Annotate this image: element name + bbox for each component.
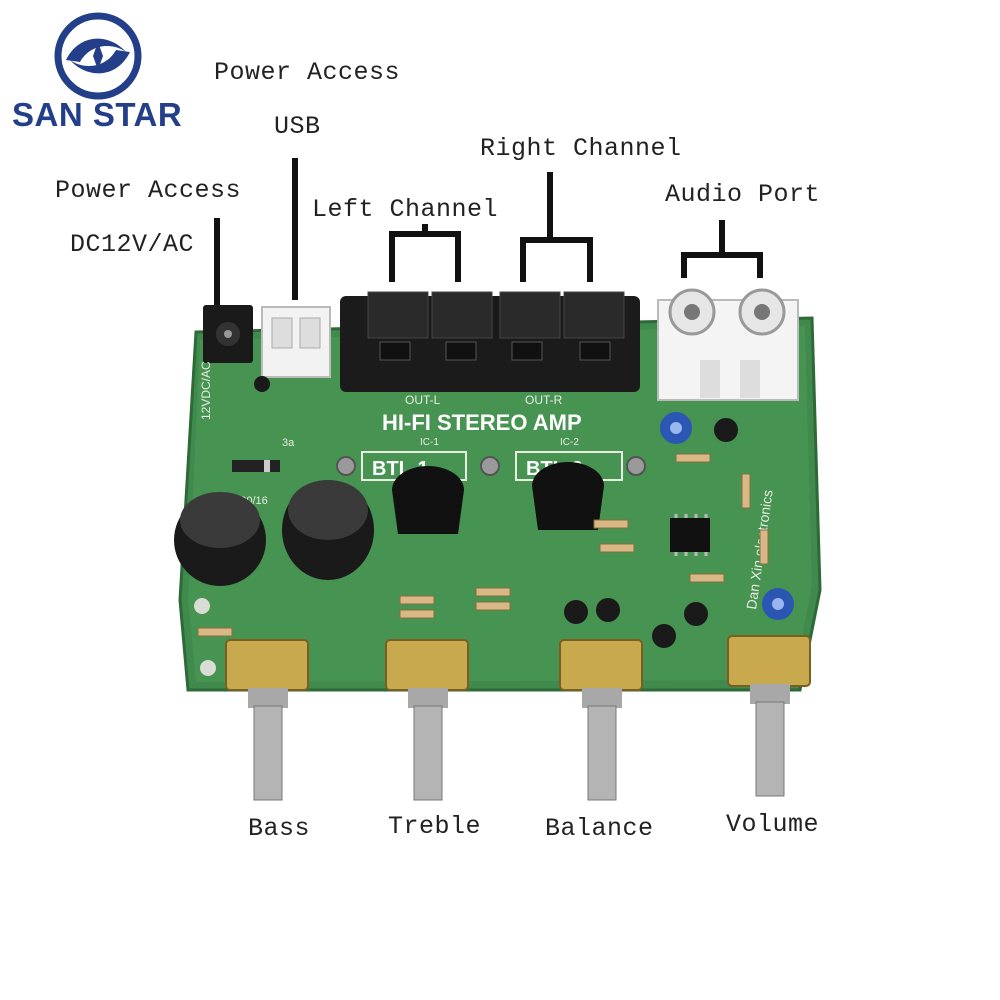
power-usb-sub: USB [274, 112, 321, 141]
filter-capacitor-icon [174, 480, 374, 586]
diode-icon [232, 460, 280, 472]
amp-chip-icon [392, 462, 604, 534]
power-usb-title: Power Access [214, 58, 401, 87]
dc-jack-icon [203, 305, 253, 363]
power-dc-title: Power Access [55, 176, 242, 205]
bass-label: Bass [248, 814, 311, 843]
resistor-icon [197, 453, 769, 637]
ic1-label: IC-1 [420, 437, 439, 448]
speaker-terminals-icon [340, 291, 640, 392]
treble-label: Treble [388, 812, 482, 841]
pcb-body [178, 316, 822, 692]
power-rating-label: 12VDC/AC [199, 361, 213, 420]
screw-icon [336, 456, 646, 476]
board-title: HI-FI STEREO AMP [382, 410, 582, 435]
ic2-label: IC-2 [560, 437, 579, 448]
rca-audio-ports-icon [657, 288, 799, 401]
san-star-logo-icon [54, 12, 142, 100]
volume-label: Volume [726, 810, 820, 839]
small-capacitor-icon [254, 376, 794, 648]
brand-name: SAN STAR [12, 96, 183, 133]
balance-label: Balance [545, 814, 654, 843]
op-amp-ic-icon [670, 514, 710, 556]
audio-port-label: Audio Port [665, 180, 821, 209]
usb-connector-icon [261, 306, 331, 378]
power-dc-sub: DC12V/AC [70, 230, 195, 259]
fuse-label: 3a [282, 437, 295, 449]
pointer-lines [214, 158, 763, 305]
out-l-label: OUT-L [405, 393, 441, 407]
out-r-label: OUT-R [525, 393, 563, 407]
potentiometer-icon [225, 635, 811, 801]
right-channel-label: Right Channel [480, 134, 682, 163]
left-channel-label: Left Channel [312, 195, 499, 224]
